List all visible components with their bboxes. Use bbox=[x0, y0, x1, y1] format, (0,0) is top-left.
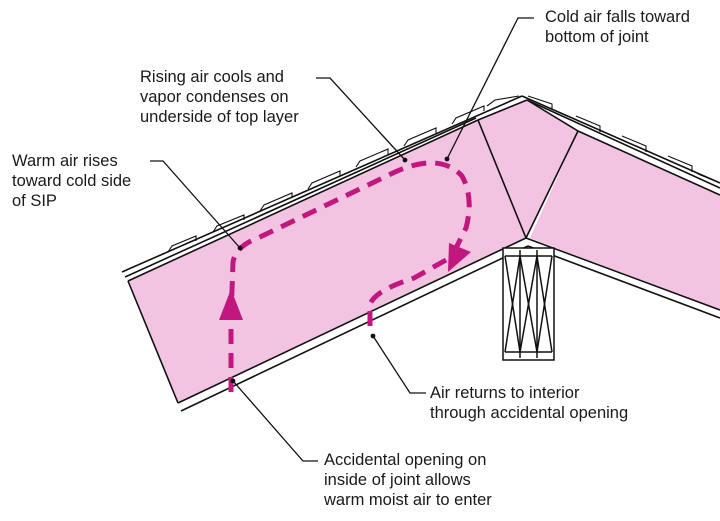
leader-dot-icon bbox=[444, 156, 450, 162]
leader-cold-air bbox=[446, 17, 534, 160]
label-line: inside of joint allows bbox=[324, 471, 471, 489]
airflow-return-path bbox=[367, 257, 448, 332]
leader-lines bbox=[150, 17, 534, 462]
leader-air-returns bbox=[372, 335, 426, 394]
airflow-path bbox=[228, 160, 472, 392]
label-line: through accidental opening bbox=[430, 404, 629, 422]
arrowhead-icon bbox=[448, 243, 471, 272]
label-cold-air: Cold air falls toward bottom of joint bbox=[545, 7, 690, 47]
left-sip-panel bbox=[128, 120, 526, 403]
label-line: Air returns to interior bbox=[430, 384, 580, 402]
label-accidental-opening: Accidental opening on inside of joint al… bbox=[324, 450, 492, 510]
label-line: Cold air falls toward bbox=[545, 8, 690, 26]
label-line: warm moist air to enter bbox=[324, 491, 492, 509]
leader-dot-icon bbox=[402, 157, 408, 163]
label-line: bottom of joint bbox=[545, 28, 649, 46]
label-line: vapor condenses on bbox=[140, 88, 289, 106]
leader-accidental-opening bbox=[232, 380, 318, 462]
interior-skin-left bbox=[177, 237, 529, 412]
roof-sheathing-left bbox=[121, 95, 523, 282]
airflow-rising-path bbox=[228, 160, 472, 392]
label-line: toward cold side bbox=[12, 172, 132, 190]
label-line: underside of top layer bbox=[140, 108, 299, 126]
label-rising-air: Rising air cools and vapor condenses on … bbox=[140, 67, 299, 127]
panel-outlines bbox=[127, 99, 579, 404]
label-line: Warm air rises bbox=[12, 152, 118, 170]
roof-sheathing-right bbox=[521, 95, 720, 196]
label-line: Rising air cools and bbox=[140, 68, 284, 86]
leader-dot-icon bbox=[370, 333, 376, 339]
label-line: Accidental opening on bbox=[324, 451, 487, 469]
ridge-beam bbox=[502, 247, 555, 361]
interior-skin-right bbox=[525, 237, 720, 319]
right-sip-panel bbox=[530, 131, 720, 310]
cross-braced-beam-icon bbox=[502, 247, 555, 361]
roof-shingles bbox=[167, 95, 719, 253]
ridge-joint-wedge bbox=[478, 100, 578, 238]
leader-rising-air bbox=[316, 77, 406, 161]
leader-warm-air bbox=[150, 160, 241, 249]
leader-dot-icon bbox=[237, 245, 243, 251]
label-warm-air: Warm air rises toward cold side of SIP bbox=[12, 151, 131, 211]
label-line: of SIP bbox=[12, 192, 57, 210]
label-air-returns: Air returns to interior through accident… bbox=[430, 383, 628, 423]
arrowhead-icon bbox=[219, 289, 243, 320]
leader-dot-icon bbox=[230, 378, 236, 384]
